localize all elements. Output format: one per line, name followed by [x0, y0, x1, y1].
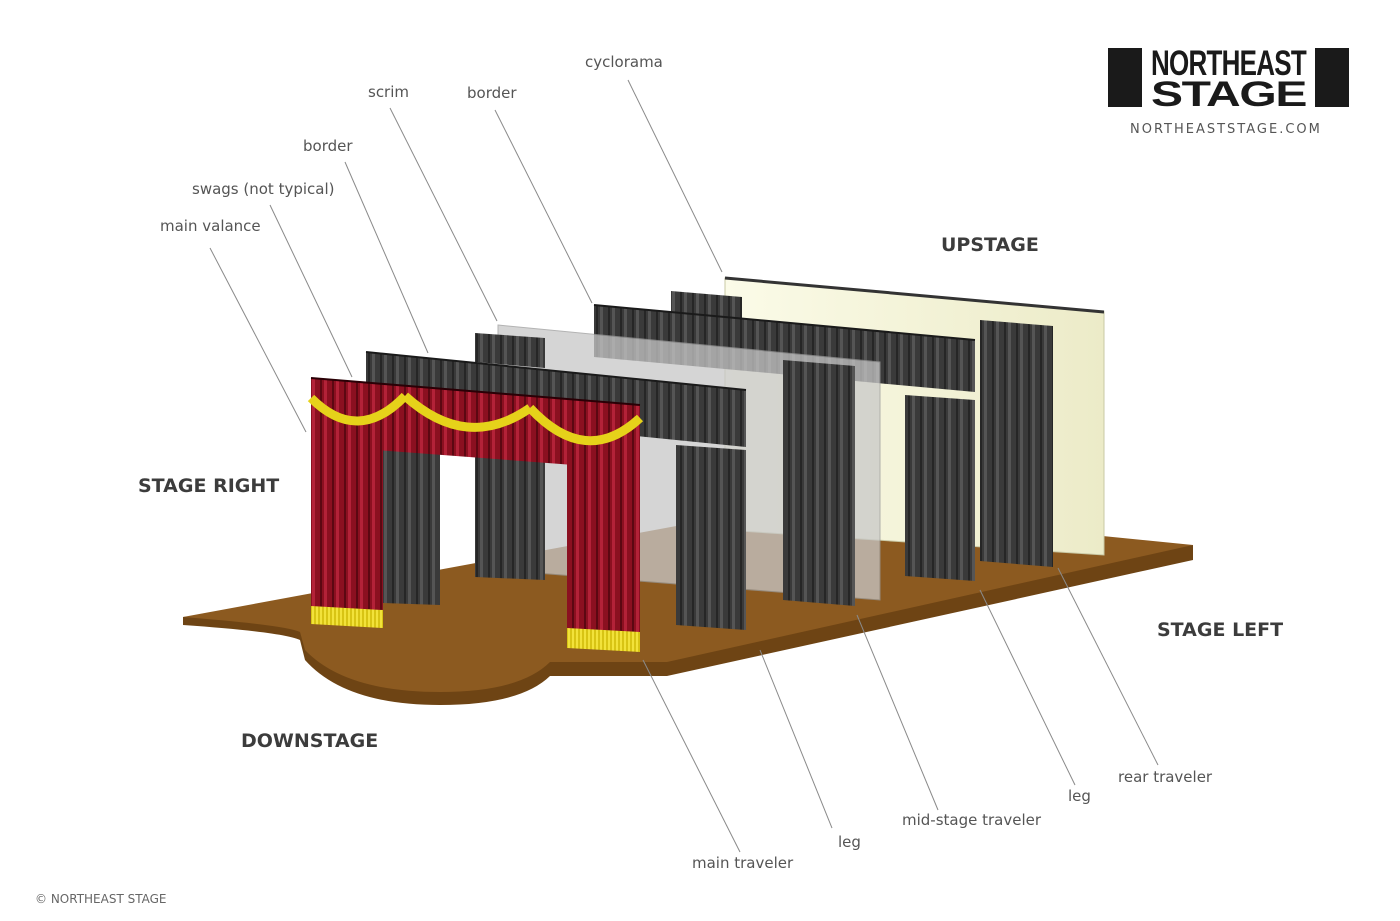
inner-legs — [383, 450, 545, 605]
rear-leg — [905, 395, 975, 581]
rear-traveler — [980, 320, 1053, 567]
leader-lines — [209, 79, 1159, 853]
brand-logo: NORTHEAST STAGE — [1108, 44, 1349, 114]
logo-left-bar — [1108, 48, 1142, 107]
main-traveler — [311, 440, 640, 652]
brand-url: NORTHEASTSTAGE.COM — [1130, 122, 1322, 137]
label-leg-front: leg — [838, 833, 861, 851]
swags — [307, 392, 644, 446]
direction-stage-right: STAGE RIGHT — [138, 475, 279, 497]
label-swags: swags (not typical) — [192, 180, 334, 198]
logo-line-1: NORTHEAST — [1151, 44, 1306, 83]
label-leg-rear: leg — [1068, 787, 1091, 805]
label-border-rear: border — [467, 84, 517, 102]
label-border-front: border — [303, 137, 353, 155]
label-cyclorama: cyclorama — [585, 53, 663, 71]
label-mid-stage-traveler: mid-stage traveler — [902, 811, 1042, 829]
mid-stage-traveler — [783, 360, 855, 606]
direction-downstage: DOWNSTAGE — [241, 730, 378, 752]
label-main-valance: main valance — [160, 217, 261, 235]
logo-line-2: STAGE — [1151, 75, 1306, 114]
front-leg — [676, 445, 746, 630]
copyright: © NORTHEAST STAGE — [35, 892, 167, 906]
logo-right-bar — [1315, 48, 1349, 107]
direction-upstage: UPSTAGE — [941, 234, 1039, 256]
direction-stage-left: STAGE LEFT — [1157, 619, 1283, 641]
label-scrim: scrim — [368, 83, 409, 101]
label-rear-traveler: rear traveler — [1118, 768, 1213, 786]
label-main-traveler: main traveler — [692, 854, 794, 872]
